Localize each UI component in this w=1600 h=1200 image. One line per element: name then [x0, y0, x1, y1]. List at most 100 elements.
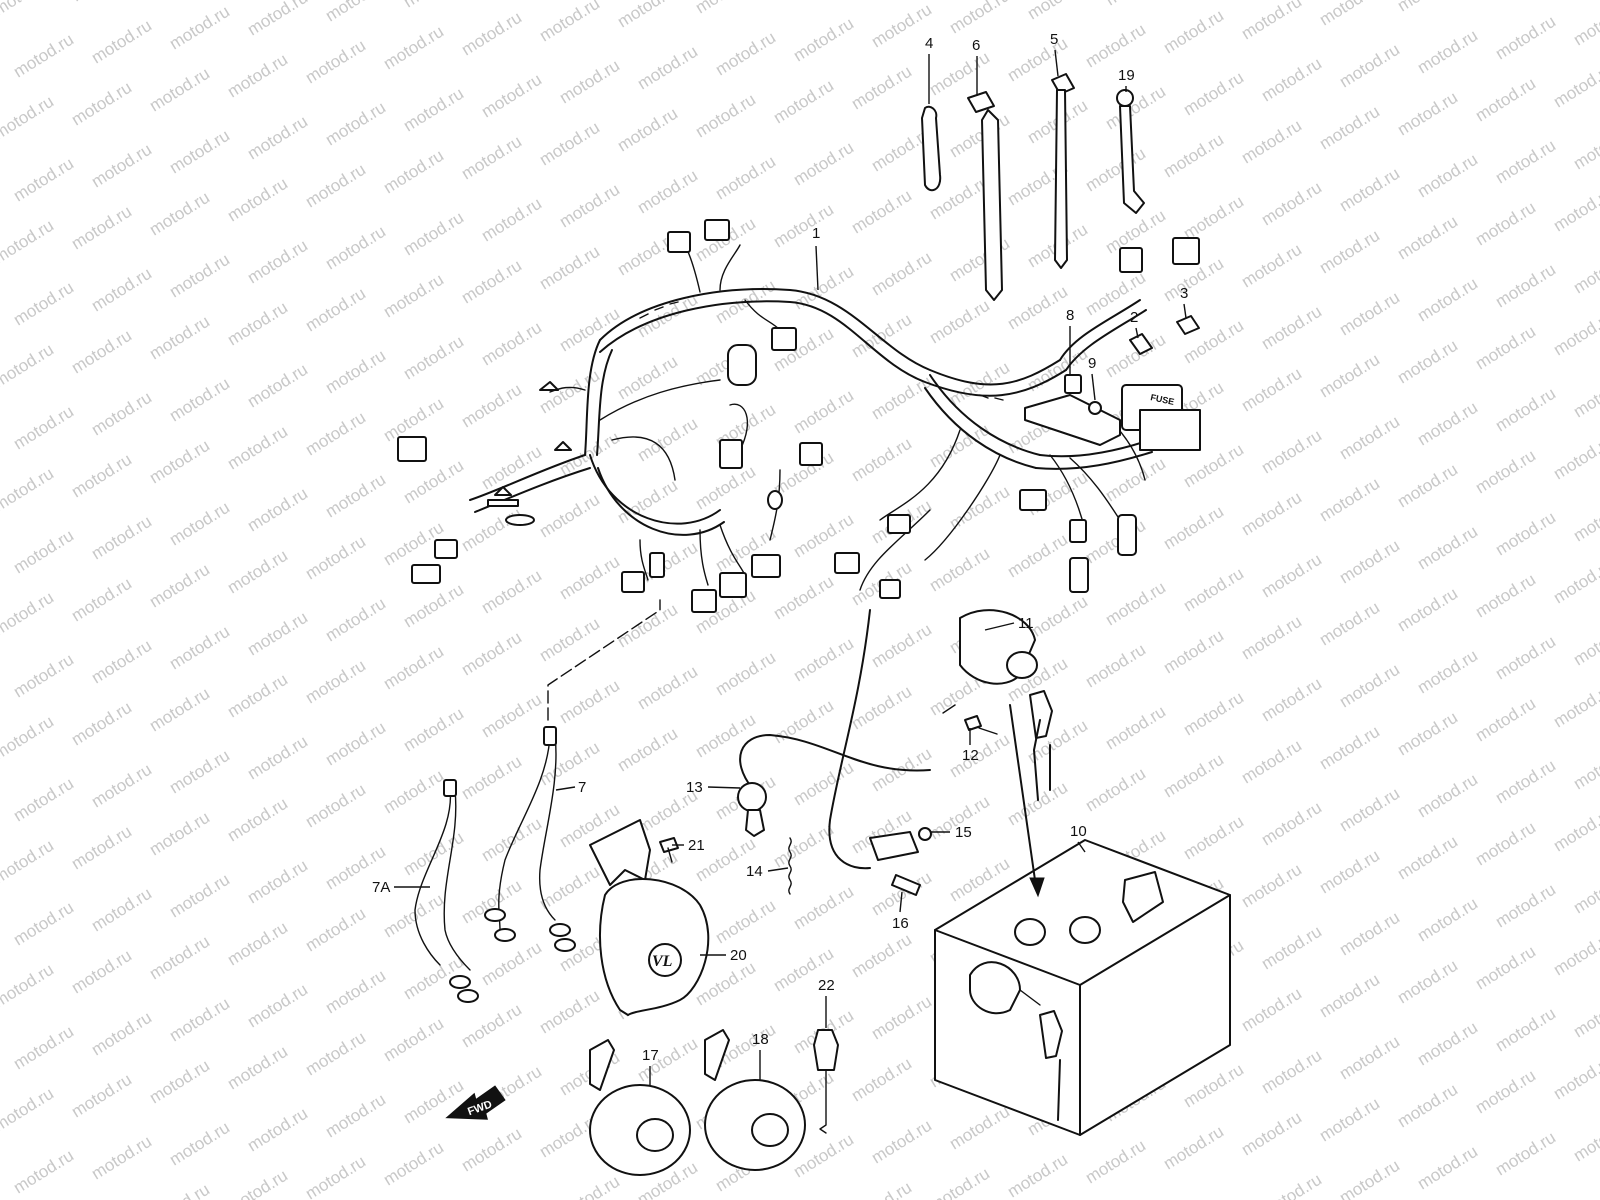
watermark-text: motod.ru: [1570, 1114, 1600, 1166]
callout-7: 7: [578, 779, 586, 796]
watermark-text: motod.ru: [536, 366, 603, 418]
callout-leader-2: [1135, 327, 1139, 339]
watermark-text: motod.ru: [1336, 40, 1403, 92]
callout-6: 6: [972, 37, 980, 54]
callout-leader-11: [984, 622, 1015, 631]
watermark-text: motod.ru: [1414, 274, 1481, 326]
watermark-text: motod.ru: [380, 766, 447, 818]
watermark-text: motod.ru: [10, 526, 77, 578]
watermark-text: motod.ru: [1024, 0, 1091, 23]
callout-leader-10: [1077, 841, 1086, 853]
watermark-text: motod.ru: [458, 256, 525, 308]
watermark-text: motod.ru: [302, 1028, 369, 1080]
watermark-text: motod.ru: [244, 236, 311, 288]
screw-12: [942, 704, 998, 735]
watermark-text: motod.ru: [478, 318, 545, 370]
watermark-text: motod.ru: [1472, 74, 1539, 126]
watermark-text: motod.ru: [1394, 584, 1461, 636]
watermark-text: motod.ru: [1472, 446, 1539, 498]
callout-12: 12: [962, 747, 979, 764]
watermark-text: motod.ru: [224, 174, 291, 226]
watermark-text: motod.ru: [478, 566, 545, 618]
watermark-text: motod.ru: [166, 2, 233, 54]
callout-16: 16: [892, 915, 909, 932]
watermark-text: motod.ru: [68, 574, 135, 626]
watermark-text: motod.ru: [1160, 1122, 1227, 1174]
watermark-text: motod.ru: [1316, 970, 1383, 1022]
watermark-text: motod.ru: [1394, 212, 1461, 264]
watermark-text: motod.ru: [224, 422, 291, 474]
watermark-text: motod.ru: [400, 332, 467, 384]
wiring-harness: [397, 219, 1200, 613]
watermark-text: motod.ru: [1472, 694, 1539, 746]
callout-22: 22: [818, 977, 835, 994]
watermark-text: motod.ru: [380, 1014, 447, 1066]
fuse-box-label: FUSE: [1150, 392, 1176, 407]
callout-13: 13: [686, 779, 703, 796]
rear-brake-switch-group: [737, 609, 932, 896]
watermark-text: motod.ru: [458, 132, 525, 184]
watermark-text: motod.ru: [400, 704, 467, 756]
watermark-text: motod.ru: [478, 814, 545, 866]
watermark-text: motod.ru: [88, 1008, 155, 1060]
watermark-text: motod.ru: [166, 250, 233, 302]
callout-leader-13: [707, 786, 741, 789]
watermark-text: motod.ru: [790, 758, 857, 810]
watermark-text: motod.ru: [1258, 798, 1325, 850]
watermark-text: motod.ru: [946, 234, 1013, 286]
watermark-text: motod.ru: [1550, 60, 1600, 112]
watermark-text: motod.ru: [1472, 198, 1539, 250]
watermark-text: motod.ru: [1258, 426, 1325, 478]
watermark-text: motod.ru: [458, 1124, 525, 1176]
watermark-text: motod.ru: [380, 1138, 447, 1190]
watermark-text: motod.ru: [478, 442, 545, 494]
watermark-text: motod.ru: [712, 152, 779, 204]
watermark-text: motod.ru: [1336, 1156, 1403, 1200]
watermark-text: motod.ru: [322, 594, 389, 646]
watermark-text: motod.ru: [478, 690, 545, 742]
watermark-text: motod.ru: [244, 484, 311, 536]
watermark-text: motod.ru: [88, 512, 155, 564]
watermark-text: motod.ru: [146, 312, 213, 364]
watermark-text: motod.ru: [10, 402, 77, 454]
fuses: [1129, 315, 1200, 355]
watermark-text: motod.ru: [1336, 164, 1403, 216]
watermark-text: motod.ru: [946, 110, 1013, 162]
watermark-text: motod.ru: [0, 836, 57, 888]
clamps-and-ties: [921, 73, 1145, 301]
watermark-text: motod.ru: [1160, 130, 1227, 182]
watermark-text: motod.ru: [1550, 928, 1600, 980]
watermark-text: motod.ru: [556, 180, 623, 232]
watermark-text: motod.ru: [0, 712, 57, 764]
watermark-text: motod.ru: [302, 1152, 369, 1200]
watermark-text: motod.ru: [1394, 956, 1461, 1008]
watermark-text: motod.ru: [224, 918, 291, 970]
callout-1: 1: [812, 225, 820, 242]
watermark-text: motod.ru: [244, 360, 311, 412]
watermark-text: motod.ru: [1414, 398, 1481, 450]
watermark-text: motod.ru: [10, 278, 77, 330]
watermark-text: motod.ru: [1336, 784, 1403, 836]
watermark-text: motod.ru: [1550, 184, 1600, 236]
callout-9: 9: [1088, 355, 1096, 372]
watermark-text: motod.ru: [458, 1000, 525, 1052]
watermark-text: motod.ru: [1316, 722, 1383, 774]
watermark-text: motod.ru: [556, 428, 623, 480]
watermark-text: motod.ru: [68, 1070, 135, 1122]
watermark-text: motod.ru: [848, 62, 915, 114]
watermark-text: motod.ru: [1258, 674, 1325, 726]
callout-leader-7: [555, 786, 576, 791]
watermark-text: motod.ru: [770, 200, 837, 252]
watermark-text: motod.ru: [1472, 1066, 1539, 1118]
watermark-text: motod.ru: [926, 1164, 993, 1200]
watermark-text: motod.ru: [1492, 260, 1559, 312]
watermark-text: motod.ru: [1082, 268, 1149, 320]
watermark-text: motod.ru: [536, 118, 603, 170]
watermark-text: motod.ru: [1570, 246, 1600, 298]
watermark-text: motod.ru: [692, 0, 759, 17]
watermark-text: motod.ru: [0, 340, 57, 392]
watermark-text: motod.ru: [10, 1022, 77, 1074]
watermark-text: motod.ru: [10, 1146, 77, 1198]
watermark-text: motod.ru: [400, 84, 467, 136]
watermark-text: motod.ru: [322, 346, 389, 398]
